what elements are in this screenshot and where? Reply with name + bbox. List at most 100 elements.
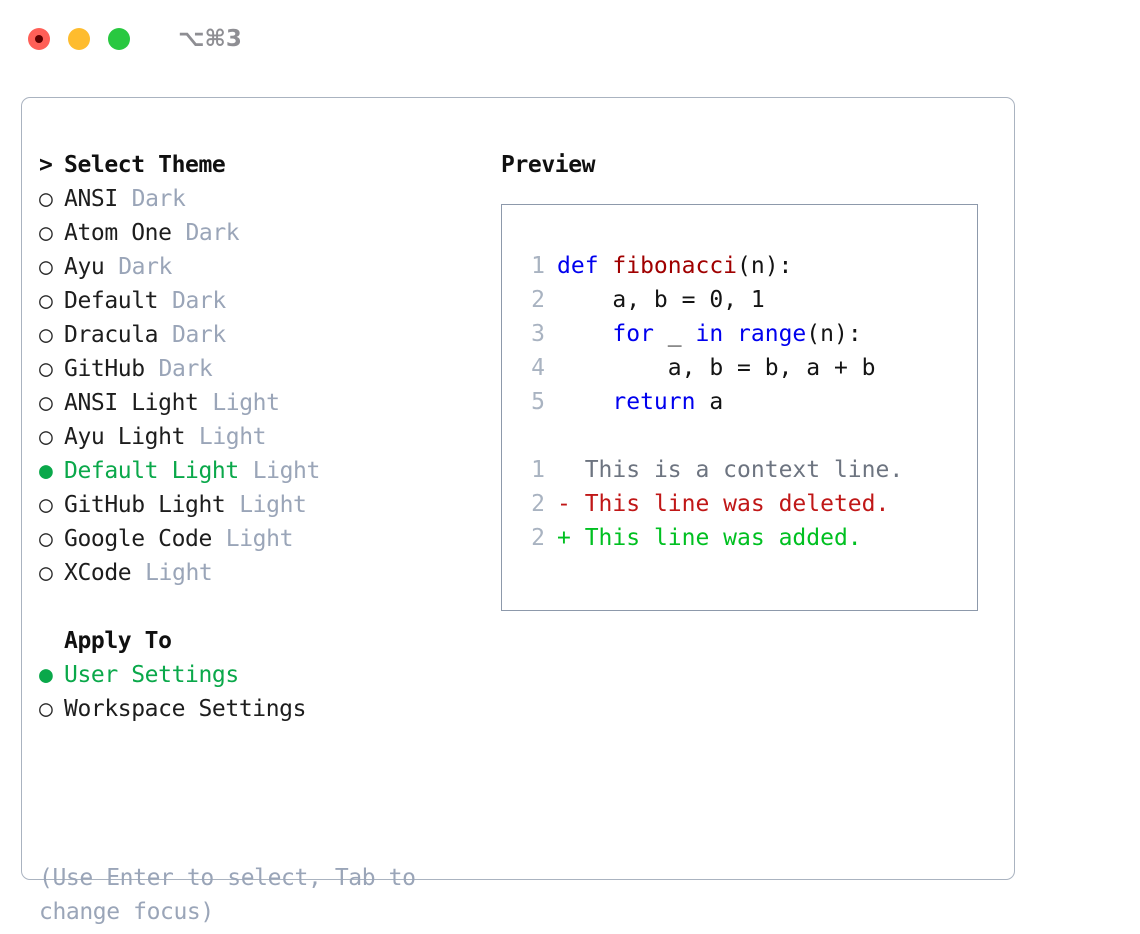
theme-list-item[interactable]: ○ ANSI Dark — [39, 182, 499, 216]
theme-variant-badge: Dark — [118, 254, 172, 280]
theme-list: ○ANSI Dark○Atom One Dark○Ayu Dark○Defaul… — [39, 182, 499, 590]
theme-name: GitHub — [64, 356, 145, 382]
theme-list-item[interactable]: ○XCode Light — [39, 556, 499, 590]
radio-unselected-icon: ○ — [39, 390, 53, 416]
theme-name: Ayu Light — [64, 424, 186, 450]
theme-list-item[interactable]: ○Dracula Dark — [39, 318, 499, 352]
line-number: 2 — [531, 525, 545, 551]
line-number: 5 — [531, 389, 545, 415]
code-line: 4 a, b = b, a + b — [502, 351, 977, 385]
zoom-button-icon[interactable] — [108, 28, 130, 50]
preview-title: Preview — [501, 152, 596, 178]
label-gap — [104, 250, 118, 284]
theme-variant-badge: Dark — [158, 356, 213, 382]
diff-line: 2 + This line was added. — [502, 521, 977, 555]
apply-to-label: Workspace Settings — [64, 696, 307, 722]
theme-variant-badge: Light — [225, 526, 294, 552]
theme-variant-badge: Dark — [185, 220, 240, 246]
page-title: Select Theme — [64, 152, 226, 178]
code-token: fibonacci — [612, 253, 738, 279]
diff-line-text: This is a context line. — [557, 453, 904, 487]
label-gap — [172, 216, 186, 250]
theme-name: ANSI Light — [64, 390, 199, 416]
apply-to-label: User Settings — [64, 662, 239, 688]
apply-to-option[interactable]: ● User Settings — [39, 658, 499, 692]
code-line: 5 return a — [502, 385, 977, 419]
theme-variant-badge: Dark — [172, 288, 226, 314]
minimize-button-icon[interactable] — [68, 28, 90, 50]
label-gap — [239, 454, 253, 488]
diff-text: This is a context line. — [570, 457, 904, 483]
keyboard-hint: (Use Enter to select, Tab to change focu… — [39, 865, 416, 925]
code-token: in — [695, 321, 724, 347]
radio-selected-icon: ● — [39, 662, 53, 688]
apply-to-option[interactable]: ○Workspace Settings — [39, 692, 499, 726]
theme-name: Google Code — [64, 526, 212, 552]
diff-text: This line was deleted. — [570, 491, 890, 517]
code-token: range — [737, 321, 807, 347]
code-token: return — [612, 389, 696, 415]
code-token — [557, 389, 612, 415]
radio-unselected-icon: ○ — [39, 356, 53, 382]
line-number: 1 — [531, 457, 545, 483]
code-diff-separator — [502, 419, 977, 453]
label-gap — [118, 182, 132, 216]
code-line-text: return a — [557, 385, 723, 419]
line-number: 2 — [531, 491, 545, 517]
radio-unselected-icon: ○ — [39, 254, 53, 280]
theme-list-item[interactable]: ○Ayu Dark — [39, 250, 499, 284]
theme-list-item[interactable]: ○Ayu Light Light — [39, 420, 499, 454]
radio-unselected-icon: ○ — [39, 186, 53, 212]
code-token: a — [695, 389, 724, 415]
label-gap — [198, 386, 212, 420]
code-token: for — [612, 321, 654, 347]
theme-picker-column: > Select Theme ○ANSI Dark○Atom One Dark○… — [39, 148, 499, 726]
diff-line: 1 This is a context line. — [502, 453, 977, 487]
theme-name: Atom One — [64, 220, 172, 246]
select-theme-heading: > Select Theme — [39, 148, 499, 182]
code-token: (n): — [806, 321, 862, 347]
line-number: 1 — [531, 253, 545, 279]
theme-variant-badge: Dark — [172, 322, 226, 348]
window-controls — [28, 28, 130, 50]
line-number: 4 — [531, 355, 545, 381]
list-spacer — [39, 590, 499, 624]
code-line: 2 a, b = 0, 1 — [502, 283, 977, 317]
theme-list-item[interactable]: ○ Default Dark — [39, 284, 499, 318]
diff-line-text: - This line was deleted. — [557, 487, 889, 521]
diff-text: This line was added. — [570, 525, 862, 551]
diff-sign — [557, 457, 571, 483]
prompt-caret-icon: > — [39, 152, 53, 178]
theme-list-item[interactable]: ●Default Light Light — [39, 454, 499, 488]
apply-to-list: ● User Settings ○Workspace Settings — [39, 658, 499, 726]
close-button-icon[interactable] — [28, 28, 50, 50]
theme-list-item[interactable]: ○GitHub Light Light — [39, 488, 499, 522]
label-gap — [212, 522, 226, 556]
radio-unselected-icon: ○ — [39, 288, 53, 314]
theme-list-item[interactable]: ○ANSI Light Light — [39, 386, 499, 420]
theme-name: XCode — [64, 560, 132, 586]
theme-name: ANSI — [64, 186, 118, 212]
code-token: def — [557, 253, 613, 279]
diff-line-text: + This line was added. — [557, 521, 862, 555]
code-line-text: for _ in range(n): — [557, 317, 862, 351]
code-token — [557, 321, 612, 347]
line-number: 2 — [531, 287, 545, 313]
theme-variant-badge: Dark — [131, 186, 186, 212]
code-token: _ — [653, 321, 696, 347]
code-line-text: a, b = 0, 1 — [557, 283, 764, 317]
theme-list-item[interactable]: ○ GitHub Dark — [39, 352, 499, 386]
theme-variant-badge: Light — [252, 458, 321, 484]
theme-list-item[interactable]: ○ Atom One Dark — [39, 216, 499, 250]
code-token: (n): — [737, 253, 793, 279]
theme-list-item[interactable]: ○Google Code Light — [39, 522, 499, 556]
radio-unselected-icon: ○ — [39, 220, 53, 246]
theme-name: Default — [64, 288, 159, 314]
radio-unselected-icon: ○ — [39, 322, 53, 348]
label-gap — [158, 318, 172, 352]
code-token — [723, 321, 737, 347]
label-gap — [131, 556, 145, 590]
diff-sign: + — [557, 525, 571, 551]
